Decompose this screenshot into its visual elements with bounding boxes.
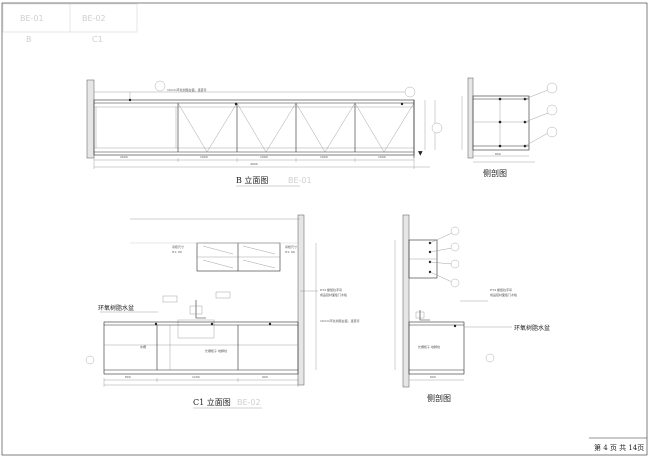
svg-text:900: 900 bbox=[262, 375, 268, 379]
svg-text:长槽柜子 地脚线: 长槽柜子 地脚线 bbox=[418, 344, 440, 349]
svg-text:1200: 1200 bbox=[192, 375, 200, 379]
letter-right: C1 bbox=[92, 35, 103, 44]
svg-text:▼: ▼ bbox=[418, 150, 423, 157]
svg-text:10mm环氧树脂台面，竖装背: 10mm环氧树脂台面，竖装背 bbox=[320, 318, 360, 323]
b-elevation-ref: BE-01 bbox=[288, 176, 312, 185]
svg-text:10mm环氧树脂台面，竖装背: 10mm环氧树脂台面，竖装背 bbox=[167, 87, 207, 92]
b-section-title: 侧剖图 bbox=[483, 168, 507, 178]
c1-sink-callout: 环氧树脂水盆 bbox=[98, 304, 134, 312]
b-elevation: 10mm环氧树脂台面，竖装背 ▼ 2000 1000 1000 1000 100… bbox=[86, 79, 443, 187]
svg-text:成品铝材面板门木格: 成品铝材面板门木格 bbox=[490, 292, 517, 297]
svg-text:1000: 1000 bbox=[200, 155, 208, 159]
title-block: BE-01 BE-02 B C1 bbox=[2, 3, 138, 44]
letter-left: B bbox=[26, 35, 32, 44]
svg-text:H1: 60: H1: 60 bbox=[285, 250, 295, 254]
svg-text:1000: 1000 bbox=[260, 155, 268, 159]
svg-text:2000: 2000 bbox=[120, 155, 128, 159]
svg-text:长槽柜子 地脚线: 长槽柜子 地脚线 bbox=[205, 348, 227, 353]
svg-text:600: 600 bbox=[495, 152, 501, 156]
svg-text:800: 800 bbox=[125, 375, 131, 379]
c1-elevation-ref: BE-02 bbox=[237, 398, 261, 407]
tag-left: BE-01 bbox=[20, 14, 44, 23]
svg-text:水槽: 水槽 bbox=[140, 344, 146, 349]
svg-text:吊柜尺寸: 吊柜尺寸 bbox=[172, 244, 184, 249]
tag-right: BE-02 bbox=[82, 14, 106, 23]
c1-elevation: 吊柜尺寸 H1: 60 吊柜尺寸 H1: 60 水槽 长槽柜子 地脚线 DT4 … bbox=[85, 214, 360, 409]
svg-text:H1: 60: H1: 60 bbox=[172, 250, 182, 254]
svg-text:成品铝材面板门木格: 成品铝材面板门木格 bbox=[320, 292, 347, 297]
c1-section-sink-callout: 环氧树脂水盆 bbox=[514, 324, 550, 332]
svg-text:DT4 螺旋拉手吊: DT4 螺旋拉手吊 bbox=[490, 287, 512, 292]
svg-text:4000: 4000 bbox=[250, 162, 258, 166]
svg-text:600: 600 bbox=[430, 375, 436, 379]
svg-text:吊柜尺寸: 吊柜尺寸 bbox=[285, 244, 297, 249]
b-section: 600 侧剖图 bbox=[461, 77, 558, 178]
svg-text:DT4 螺旋拉手吊: DT4 螺旋拉手吊 bbox=[320, 287, 342, 292]
b-elevation-title: B 立面图 bbox=[236, 175, 268, 185]
page-info: 第 4 页 共 14页 bbox=[594, 443, 644, 452]
c1-section-title: 侧剖图 bbox=[427, 393, 451, 403]
svg-text:1000: 1000 bbox=[320, 155, 328, 159]
svg-text:1000: 1000 bbox=[378, 155, 386, 159]
c1-elevation-title: C1 立面图 bbox=[193, 397, 231, 407]
c1-section: 长槽柜子 地脚线 DT4 螺旋拉手吊 成品铝材面板门木格 环氧树脂水盆 600 … bbox=[394, 214, 550, 403]
